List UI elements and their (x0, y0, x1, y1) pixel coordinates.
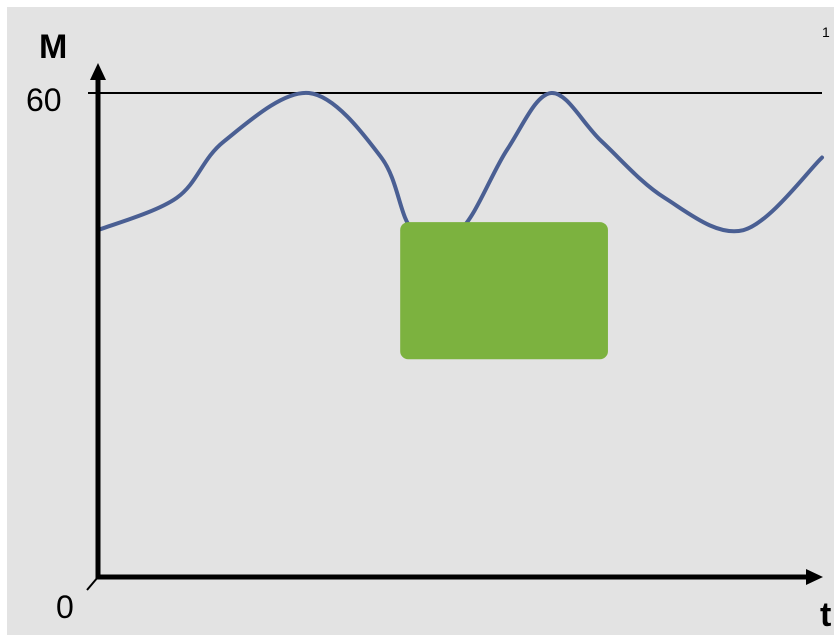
y-tick-label-0: 0 (56, 589, 74, 625)
occluding-box (400, 222, 608, 360)
origin-tick (86, 576, 99, 591)
x-axis-label: t (820, 596, 831, 634)
y-tick-label-60: 60 (26, 82, 62, 118)
x-axis-arrow (806, 569, 823, 585)
y-axis-label: M (39, 28, 67, 66)
page-number: 1 (822, 24, 830, 40)
y-axis-arrow (90, 63, 106, 80)
